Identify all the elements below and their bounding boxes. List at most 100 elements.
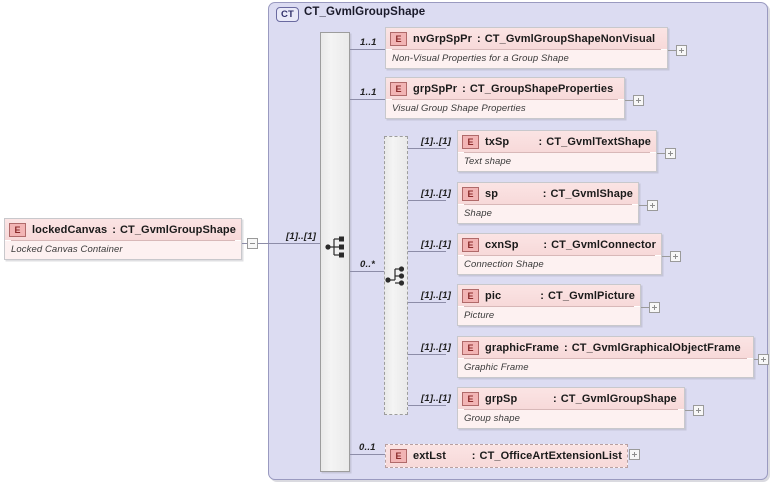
divider	[464, 306, 634, 307]
element-box-graphicFrame[interactable]: E graphicFrame : CT_GvmlGraphicalObjectF…	[457, 336, 754, 378]
element-tag-icon: E	[9, 222, 26, 237]
element-tag-icon: E	[462, 288, 479, 303]
element-description: Connection Shape	[458, 256, 661, 274]
connector-line	[350, 99, 385, 100]
connector-line	[258, 243, 268, 244]
element-title-row: E graphicFrame : CT_GvmlGraphicalObjectF…	[458, 337, 753, 358]
cardinality-label: [1]..[1]	[421, 290, 452, 301]
element-type: CT_GvmlTextShape	[546, 135, 651, 148]
expand-toggle-grpSp[interactable]	[693, 405, 704, 416]
cardinality-label: 1..1	[360, 37, 377, 48]
complex-type-title: CT_GvmlGroupShape	[304, 6, 426, 18]
element-box-cxnSp[interactable]: E cxnSp : CT_GvmlConnector Connection Sh…	[457, 233, 662, 275]
ct-badge: CT	[276, 7, 299, 22]
element-title-row: E extLst : CT_OfficeArtExtensionList	[386, 445, 627, 467]
element-separator: :	[553, 392, 557, 405]
element-name: nvGrpSpPr	[413, 32, 472, 45]
element-name: grpSpPr	[413, 82, 458, 95]
divider	[464, 152, 650, 153]
expand-toggle-cxnSp[interactable]	[670, 251, 681, 262]
element-type: CT_GvmlGroupShapeNonVisual	[484, 32, 656, 45]
element-type: CT_GvmlGraphicalObjectFrame	[571, 341, 741, 354]
element-box-pic[interactable]: E pic : CT_GvmlPicture Picture	[457, 284, 641, 326]
cardinality-label: [1]..[1]	[421, 136, 452, 147]
element-separator: :	[462, 82, 466, 95]
expand-toggle-nvGrpSpPr[interactable]	[676, 45, 687, 56]
collapse-toggle-lockedCanvas[interactable]	[247, 238, 258, 249]
element-box-lockedCanvas[interactable]: E lockedCanvas : CT_GvmlGroupShape Locke…	[4, 218, 242, 260]
element-box-sp[interactable]: E sp : CT_GvmlShape Shape	[457, 182, 639, 224]
element-box-nvGrpSpPr[interactable]: E nvGrpSpPr : CT_GvmlGroupShapeNonVisual…	[385, 27, 668, 69]
sequence-compositor-bar[interactable]	[320, 32, 350, 472]
connector-line	[662, 256, 670, 257]
connector-line	[639, 205, 647, 206]
expand-toggle-grpSpPr[interactable]	[633, 95, 644, 106]
element-name: graphicFrame	[485, 341, 559, 354]
element-type: CT_GroupShapeProperties	[469, 82, 614, 95]
divider	[392, 49, 661, 50]
element-title-row: E sp : CT_GvmlShape	[458, 183, 638, 204]
element-separator: :	[476, 32, 481, 45]
expand-toggle-sp[interactable]	[647, 200, 658, 211]
element-type: CT_GvmlConnector	[551, 238, 656, 251]
sequence-icon	[325, 236, 351, 263]
element-description: Visual Group Shape Properties	[386, 100, 624, 118]
connector-line	[657, 153, 665, 154]
element-box-txSp[interactable]: E txSp : CT_GvmlTextShape Text shape	[457, 130, 657, 172]
element-tag-icon: E	[462, 237, 479, 252]
element-tag-icon: E	[390, 449, 407, 463]
divider	[392, 99, 618, 100]
element-description: Group shape	[458, 410, 684, 428]
element-name: sp	[485, 187, 499, 200]
cardinality-label: 1..1	[360, 87, 377, 98]
element-separator: :	[542, 187, 547, 200]
element-title-row: E lockedCanvas : CT_GvmlGroupShape	[5, 219, 241, 240]
element-tag-icon: E	[462, 391, 479, 406]
expand-toggle-extLst[interactable]	[629, 449, 640, 460]
cardinality-label: 0..1	[359, 442, 376, 453]
connector-line	[408, 200, 446, 201]
connector-line	[408, 251, 446, 252]
connector-line	[685, 410, 693, 411]
divider	[464, 255, 655, 256]
element-title-row: E nvGrpSpPr : CT_GvmlGroupShapeNonVisual	[386, 28, 667, 49]
divider	[11, 240, 235, 241]
element-separator: :	[112, 223, 116, 236]
expand-toggle-graphicFrame[interactable]	[758, 354, 769, 365]
element-separator: :	[543, 238, 548, 251]
element-tag-icon: E	[462, 186, 479, 201]
connector-line	[268, 243, 320, 244]
element-tag-icon: E	[462, 134, 479, 149]
expand-toggle-txSp[interactable]	[665, 148, 676, 159]
connector-line	[408, 405, 446, 406]
connector-line	[408, 302, 446, 303]
element-description: Picture	[458, 307, 640, 325]
element-tag-icon: E	[390, 81, 407, 96]
element-title-row: E grpSpPr : CT_GroupShapeProperties	[386, 78, 624, 99]
choice-icon	[385, 265, 411, 292]
element-box-grpSpPr[interactable]: E grpSpPr : CT_GroupShapeProperties Visu…	[385, 77, 625, 119]
connector-line	[754, 359, 758, 360]
cardinality-label: [1]..[1]	[421, 342, 452, 353]
element-type: CT_GvmlShape	[550, 187, 633, 200]
element-title-row: E pic : CT_GvmlPicture	[458, 285, 640, 306]
connector-line	[350, 271, 384, 272]
cardinality-label: [1]..[1]	[421, 393, 452, 404]
element-type: CT_GvmlGroupShape	[560, 392, 677, 405]
connector-line	[242, 243, 247, 244]
connector-line	[641, 307, 649, 308]
connector-line	[408, 148, 446, 149]
element-tag-icon: E	[390, 31, 407, 46]
element-box-grpSp[interactable]: E grpSp : CT_GvmlGroupShape Group shape	[457, 387, 685, 429]
element-type: CT_GvmlGroupShape	[119, 223, 236, 236]
element-box-extLst[interactable]: E extLst : CT_OfficeArtExtensionList	[385, 444, 628, 468]
cardinality-label-root: [1]..[1]	[286, 231, 317, 242]
element-description: Non-Visual Properties for a Group Shape	[386, 50, 667, 68]
element-name: lockedCanvas	[32, 223, 108, 236]
divider	[464, 204, 632, 205]
connector-line	[625, 100, 633, 101]
element-name: pic	[485, 289, 502, 302]
connector-line	[408, 354, 446, 355]
element-description: Text shape	[458, 153, 656, 171]
expand-toggle-pic[interactable]	[649, 302, 660, 313]
